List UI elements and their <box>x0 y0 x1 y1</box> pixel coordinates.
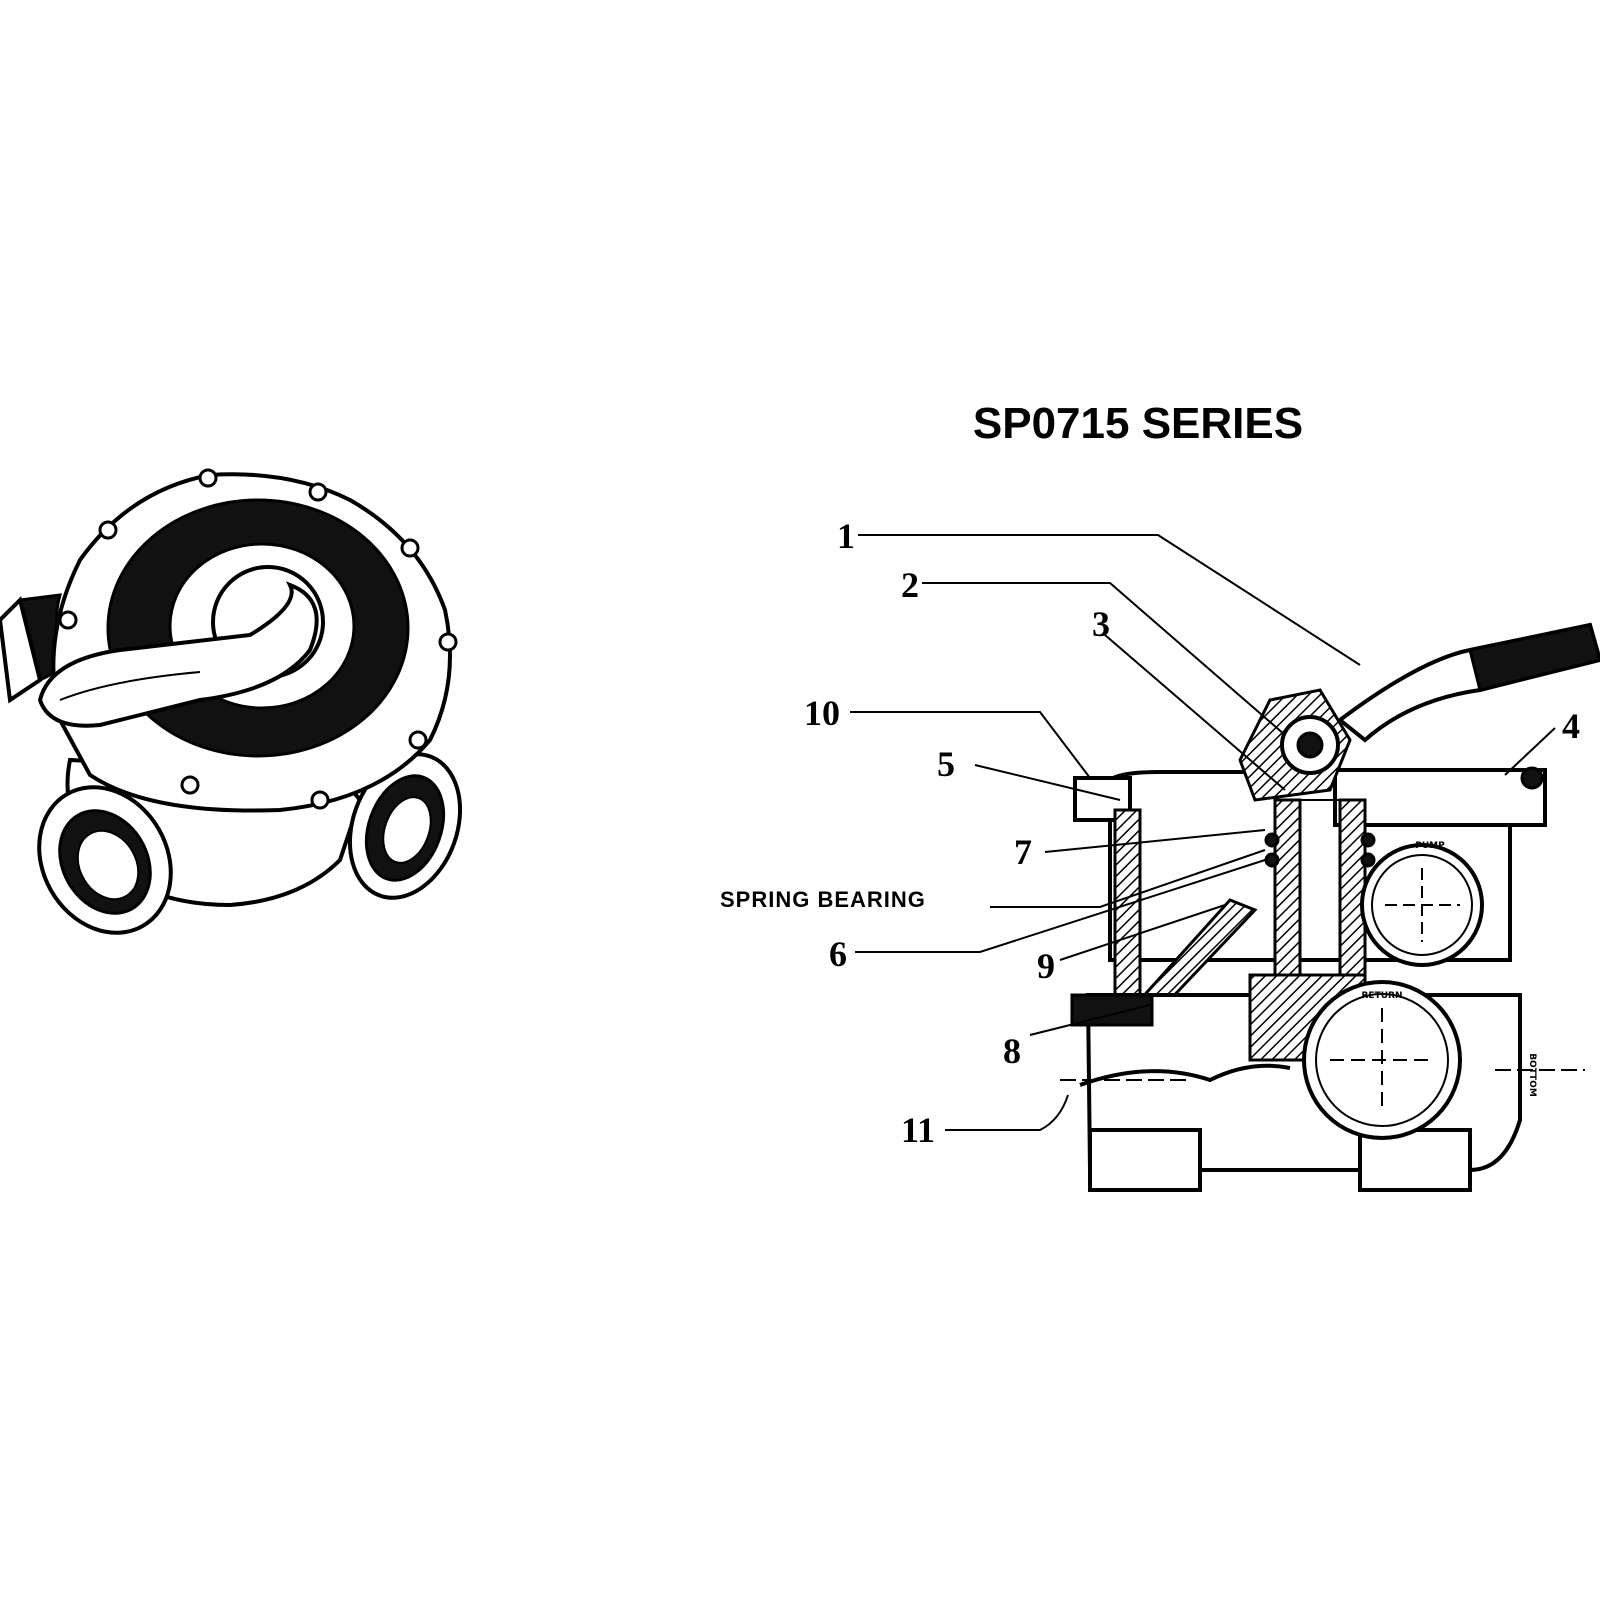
callout-8: 8 <box>1003 1031 1021 1071</box>
return-port-label: RETURN <box>1362 991 1403 1001</box>
right-port <box>347 752 463 900</box>
leader-3 <box>1104 634 1286 791</box>
callout-labels: 1 2 3 4 5 6 7 8 9 10 11 SPRING BEARING <box>720 516 1580 1150</box>
bottom-port-label: BOTTOM <box>1527 1053 1537 1097</box>
stem-left-section <box>1273 798 1302 977</box>
diagram-title: SP0715 SERIES <box>973 399 1303 448</box>
leader-lines <box>850 534 1556 1131</box>
callout-4: 4 <box>1562 706 1580 746</box>
callout-3: 3 <box>1092 604 1110 644</box>
leader-6 <box>855 859 1266 953</box>
spring-bearing-label: SPRING BEARING <box>720 887 926 912</box>
callout-7: 7 <box>1014 832 1032 872</box>
leader-9 <box>1059 904 1226 961</box>
leader-2 <box>922 582 1286 736</box>
pump-port: PUMP <box>1360 841 1484 967</box>
o-ring-2 <box>1264 852 1280 868</box>
leader-4 <box>1504 727 1556 776</box>
lid-bolts <box>58 468 458 810</box>
leader-spring-bearing <box>990 849 1266 908</box>
valve-handle <box>37 581 319 728</box>
lid-bolt-head <box>1520 766 1544 790</box>
left-foot <box>1088 1128 1202 1192</box>
stem-right-section <box>1338 798 1367 977</box>
left-port <box>37 785 173 935</box>
return-port: RETURN <box>1302 980 1462 1140</box>
callout-5: 5 <box>937 744 955 784</box>
leader-11 <box>945 1094 1069 1131</box>
callout-9: 9 <box>1037 946 1055 986</box>
leader-10 <box>850 711 1091 779</box>
callout-2: 2 <box>901 565 919 605</box>
leader-8 <box>1029 1004 1151 1036</box>
lid-flange <box>1333 768 1547 827</box>
callout-11: 11 <box>901 1110 935 1150</box>
leader-7 <box>1044 829 1266 853</box>
o-ring-1 <box>1264 832 1280 848</box>
bottom-port: BOTTOM <box>1495 1053 1585 1097</box>
cutaway-edge <box>1079 1063 1291 1087</box>
bottom-gasket <box>1070 993 1154 1027</box>
leader-5 <box>974 764 1121 801</box>
callout-1: 1 <box>837 516 855 556</box>
valve-section-drawing: PUMP RETURN BOTTOM <box>1060 622 1600 1192</box>
leader-1 <box>858 534 1361 666</box>
pump-port-label: PUMP <box>1415 841 1445 851</box>
callout-6: 6 <box>829 934 847 974</box>
callout-10: 10 <box>804 693 840 733</box>
valve-perspective-illustration <box>0 468 463 935</box>
